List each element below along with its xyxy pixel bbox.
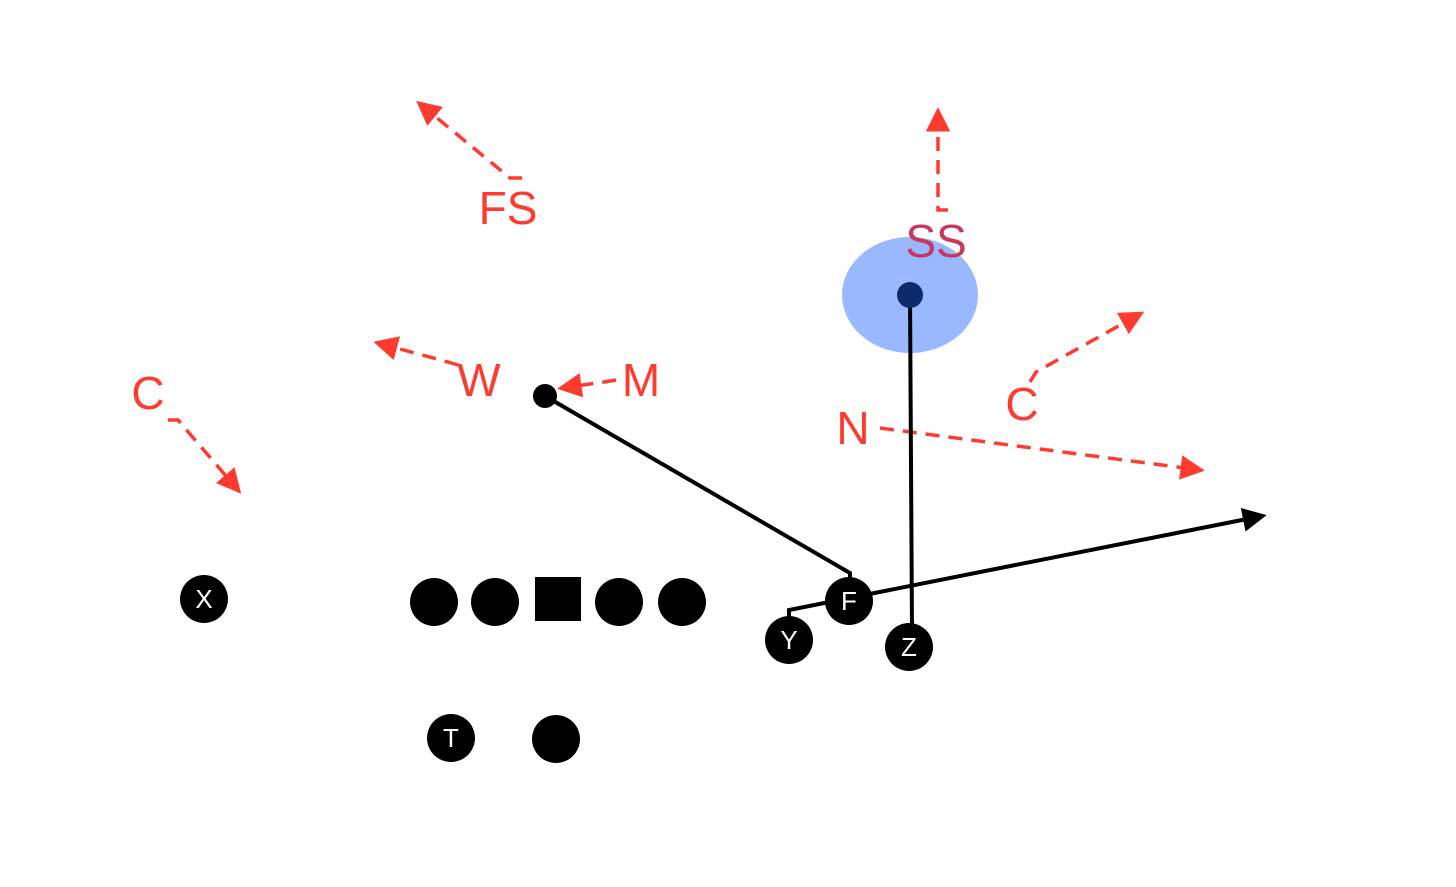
- z-route: [908, 295, 914, 631]
- defense-labels: FS SS W M C C N: [131, 182, 1038, 454]
- ss-route: [925, 107, 951, 212]
- defender-ss-label: SS: [905, 215, 966, 267]
- center: [535, 577, 581, 621]
- receiver-y-label: Y: [780, 625, 797, 655]
- defender-n-label: N: [836, 402, 869, 454]
- w-route: [373, 336, 459, 367]
- defender-c-right-label: C: [1005, 378, 1038, 430]
- left-guard: [471, 578, 519, 626]
- z-route-end-dot: [897, 282, 923, 308]
- quarterback: [532, 715, 580, 763]
- n-route: [879, 426, 1205, 480]
- receiver-x: X: [180, 575, 228, 623]
- receiver-x-label: X: [195, 584, 212, 614]
- offensive-line: [410, 577, 706, 763]
- receiver-f: F: [825, 577, 873, 625]
- right-guard: [595, 578, 643, 626]
- left-tackle: [410, 578, 458, 626]
- offense-players: X F Y Z T: [180, 575, 933, 762]
- c-left-route: [168, 418, 242, 494]
- receiver-t-label: T: [443, 723, 459, 753]
- receiver-f-label: F: [841, 586, 857, 616]
- defender-m-label: M: [622, 354, 660, 406]
- f-route: [543, 394, 852, 590]
- m-route: [557, 373, 617, 398]
- receiver-z-label: Z: [901, 632, 917, 662]
- defender-fs-label: FS: [479, 182, 538, 234]
- defender-c-left-label: C: [131, 367, 164, 419]
- defense-routes: [168, 100, 1205, 494]
- defender-w-label: W: [457, 354, 501, 406]
- c-right-route: [1028, 311, 1145, 383]
- right-tackle: [658, 578, 706, 626]
- fs-route: [416, 100, 522, 180]
- receiver-z: Z: [885, 623, 933, 671]
- receiver-t: T: [427, 714, 475, 762]
- f-route-end-dot: [533, 384, 557, 408]
- receiver-y: Y: [765, 616, 813, 664]
